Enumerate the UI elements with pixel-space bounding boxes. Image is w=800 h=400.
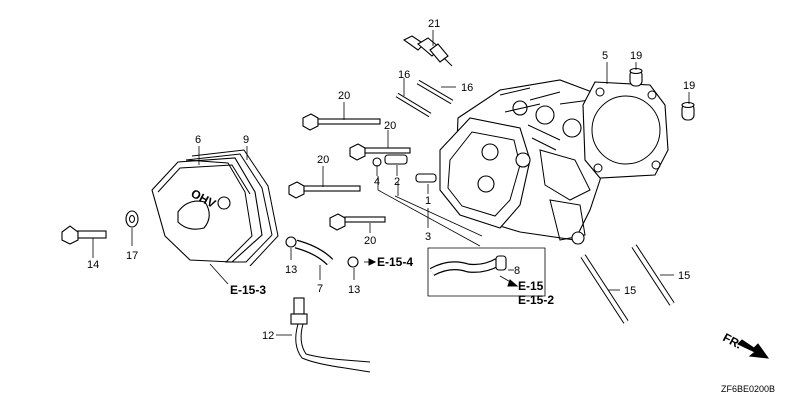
callout-numbers: 21 16 16 20 20 20 20 4 2 1 3 5 19 19 6 9…: [87, 18, 695, 342]
dowel-pin: [681, 101, 695, 121]
spark-plug: [402, 35, 453, 67]
tube-clip: [285, 236, 297, 248]
leader-lines: [92, 30, 690, 336]
reference-arrow: [499, 275, 519, 287]
callout-16: 16: [461, 82, 473, 94]
callout-19: 19: [630, 50, 642, 62]
head-cover: OHV: [151, 157, 263, 263]
sealing-washer: [125, 210, 139, 228]
callout-15: 15: [678, 270, 690, 282]
callout-7: 7: [317, 283, 323, 295]
callout-20: 20: [384, 120, 396, 132]
hose: [429, 255, 507, 277]
callout-17: 17: [126, 250, 138, 262]
callout-16: 16: [398, 69, 410, 81]
callout-13: 13: [285, 264, 297, 276]
reference-e15-3: E-15-3: [230, 283, 266, 297]
front-direction-label: FR.: [721, 330, 745, 351]
head-gasket: [582, 81, 669, 179]
callout-15: 15: [624, 285, 636, 297]
reference-labels: E-15-3 E-15-4 E-15 E-15-2: [230, 255, 554, 307]
stud-bolt: [395, 92, 432, 118]
flange-bolt: [288, 181, 361, 199]
callout-13: 13: [348, 284, 360, 296]
callout-12: 12: [262, 330, 274, 342]
cylinder-head: [439, 79, 613, 245]
stud-bolt-long: [631, 244, 675, 306]
callout-14: 14: [87, 259, 99, 271]
callout-4: 4: [374, 176, 380, 188]
flange-bolt: [302, 113, 381, 131]
callout-19: 19: [683, 80, 695, 92]
guide-pipe: [384, 154, 408, 165]
callout-6: 6: [195, 134, 201, 146]
dowel-pin: [629, 67, 643, 87]
stud-bolt: [416, 79, 454, 105]
reference-e15-2: E-15-2: [518, 293, 554, 307]
callout-1: 1: [425, 195, 431, 207]
flange-bolt: [349, 143, 411, 161]
flange-bolt: [329, 213, 386, 231]
breather-tube: [294, 239, 334, 266]
collar: [415, 173, 437, 183]
o-ring: [372, 157, 382, 167]
callout-20: 20: [317, 154, 329, 166]
callout-5: 5: [602, 50, 608, 62]
tube-clip: [347, 256, 359, 268]
callout-9: 9: [243, 134, 249, 146]
front-direction-arrow: FR.: [721, 330, 770, 359]
callout-20: 20: [364, 235, 376, 247]
diagram-code: ZF6BE0200B: [721, 384, 775, 394]
callout-8: 8: [514, 265, 520, 277]
stud-bolt-long: [580, 254, 629, 324]
reference-e15-4: E-15-4: [377, 255, 413, 269]
reference-arrow: [364, 258, 377, 266]
callout-21: 21: [428, 18, 440, 30]
callout-2: 2: [394, 176, 400, 188]
head-cover-gasket: [185, 149, 279, 267]
callout-20: 20: [338, 90, 350, 102]
oil-level-wire: [290, 297, 371, 373]
bracket-lines: [377, 176, 546, 297]
head-cover-bolt: [61, 225, 107, 245]
reference-e15: E-15: [518, 279, 544, 293]
callout-3: 3: [425, 231, 431, 243]
